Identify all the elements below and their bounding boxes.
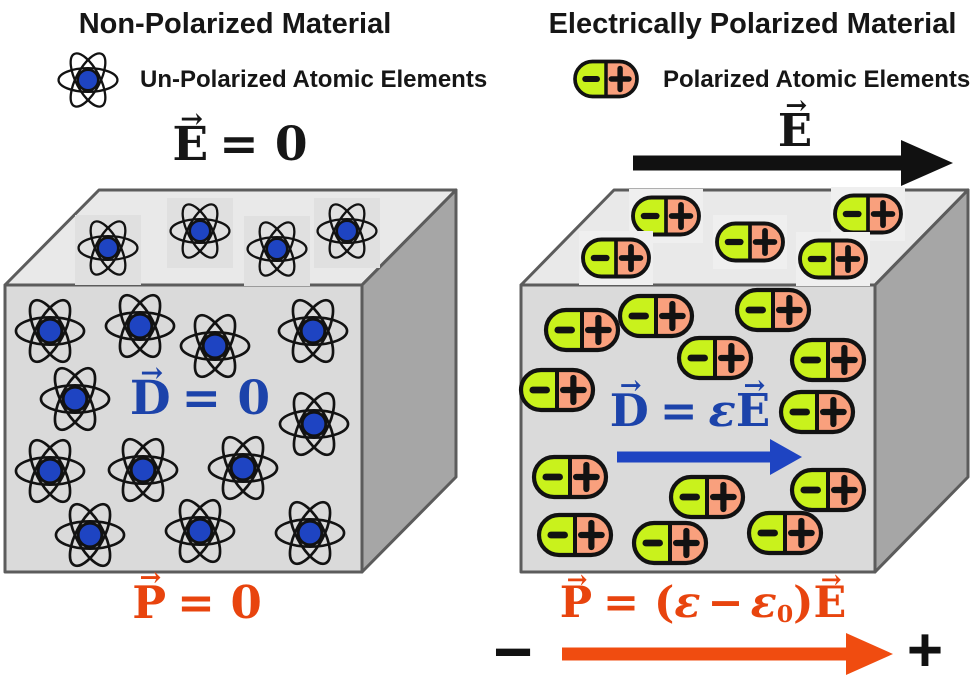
dipole-icon (536, 512, 614, 558)
atom-icon (277, 298, 349, 364)
dipole-icon (631, 195, 701, 237)
vector-P-term: P (560, 580, 592, 626)
atom-icon (14, 438, 86, 504)
left-panel-title: Non-Polarized Material (78, 8, 392, 40)
vector-E-term: E (736, 387, 770, 434)
atom-icon (164, 498, 236, 564)
dipole-icon (734, 287, 812, 333)
dipole-icon (531, 454, 609, 500)
atom-icon (14, 298, 86, 364)
dipole-icon (543, 307, 621, 353)
dipole-icon (833, 193, 903, 235)
dipole-icon (518, 367, 596, 413)
epsilon-term: ε (708, 384, 736, 437)
dipole-icon (789, 337, 867, 383)
e-field-arrow (633, 140, 953, 186)
atom-icon (54, 502, 126, 568)
equals-sign: = (659, 384, 698, 437)
atom-icon (274, 500, 346, 566)
equals-open-paren: = ( (603, 578, 675, 628)
p-field-arrow (562, 633, 893, 675)
d-field-arrow (617, 439, 802, 475)
atom-icon (104, 293, 176, 359)
equation-rhs: = 0 (181, 371, 271, 426)
atom-icon (107, 437, 179, 503)
atom-icon (179, 313, 251, 379)
vector-D-term: D (130, 374, 171, 423)
dipole-icon (778, 389, 856, 435)
e-field-label: E (745, 107, 845, 154)
vector-E-term: E (814, 580, 847, 626)
equation-rhs: = 0 (219, 117, 308, 172)
positive-terminal-sign: + (906, 616, 944, 681)
atom-icon (278, 391, 350, 457)
d-equals-zero-equation: D= 0 (75, 374, 325, 423)
vector-D-term: D (610, 387, 649, 434)
d-equals-epsilon-e-equation: D=εE (565, 387, 815, 434)
close-paren: ) (793, 578, 814, 628)
dipole-icon (631, 520, 709, 566)
p-equals-susceptibility-equation: P= (ε−ε0)E (553, 578, 853, 629)
equation-rhs: = 0 (177, 576, 262, 629)
epsilon-subscript: 0 (776, 600, 794, 629)
dipole-icon (573, 59, 639, 99)
left-legend-label: Un-Polarized Atomic Elements (140, 66, 488, 93)
vector-E-term: E (778, 107, 812, 154)
dipole-icon (746, 510, 824, 556)
dipole-icon (668, 474, 746, 520)
right-legend-label: Polarized Atomic Elements (663, 66, 971, 93)
right-cube-front-face (519, 283, 877, 574)
dipole-icon (715, 221, 785, 263)
atom-icon (207, 435, 279, 501)
dipole-icon (617, 293, 695, 339)
atom-icon (169, 203, 231, 259)
dipole-icon (789, 467, 867, 513)
epsilon-term: ε (674, 578, 701, 628)
dipole-icon (581, 237, 651, 279)
minus-operator: − (707, 578, 744, 628)
atom-icon (316, 203, 378, 259)
e-equals-zero-equation: E= 0 (115, 120, 365, 169)
right-panel-title: Electrically Polarized Material (548, 8, 957, 40)
atom-icon (57, 52, 119, 108)
atom-icon (246, 221, 308, 277)
left-cube-front-face (3, 283, 364, 574)
vector-P-term: P (132, 579, 166, 626)
p-equals-zero-equation: P= 0 (72, 579, 322, 626)
epsilon-zero-term: ε (750, 578, 777, 628)
atom-icon (39, 366, 111, 432)
vector-E-term: E (172, 120, 208, 169)
atom-icon (77, 220, 139, 276)
dipole-icon (676, 335, 754, 381)
negative-terminal-sign: − (493, 614, 533, 681)
dipole-icon (798, 238, 868, 280)
